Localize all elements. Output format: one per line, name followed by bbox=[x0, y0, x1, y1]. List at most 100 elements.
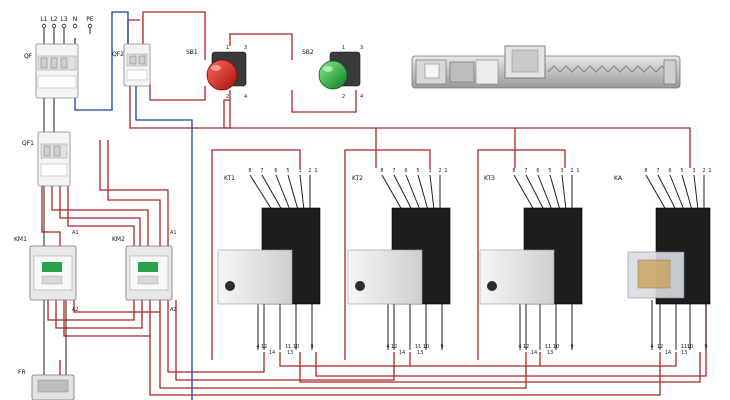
relay-kt2-bottom-pin-10: 10 bbox=[423, 344, 429, 350]
km2-terminal-a2: A2 bbox=[170, 307, 177, 313]
relay-ka[interactable]: KA bbox=[614, 175, 711, 305]
sb2-terminal-2: 2 bbox=[342, 94, 345, 100]
relay-kt3-bottom-pin-10: 10 bbox=[553, 344, 559, 350]
thermal-relay-fr[interactable]: FR bbox=[18, 369, 75, 400]
terminal-label-l2: L2 bbox=[50, 16, 57, 23]
label-km2: KM2 bbox=[112, 236, 125, 243]
relay-kt1[interactable]: KT1 bbox=[217, 175, 321, 305]
terminal-l2 bbox=[51, 23, 57, 29]
label-sb2: SB2 bbox=[302, 49, 314, 56]
relay-ka-top-pin-7: 7 bbox=[656, 168, 659, 174]
relay-kt2[interactable]: KT2 bbox=[347, 175, 451, 305]
sb2-terminal-4: 4 bbox=[360, 94, 363, 100]
terminal-l3 bbox=[61, 23, 67, 29]
contactor-km1[interactable]: KM1 A1 A2 bbox=[14, 230, 79, 313]
relay-kt1-bottom-pin-11: 11 bbox=[285, 344, 291, 350]
label-qf1: QF1 bbox=[22, 140, 34, 147]
terminal-label-l3: L3 bbox=[60, 16, 67, 23]
relay-ka-top-pin-6: 6 bbox=[668, 168, 671, 174]
relay-kt1-bottom-pin-14: 14 bbox=[269, 350, 275, 356]
relay-kt2-top-pin-5: 5 bbox=[416, 168, 419, 174]
relay-kt1-top-pin-7: 7 bbox=[260, 168, 263, 174]
linear-actuator-image bbox=[411, 45, 681, 89]
relay-kt2-bottom-pin-11: 11 bbox=[415, 344, 421, 350]
relay-kt3-bottom-pin-9: 9 bbox=[570, 344, 573, 350]
relay-kt3-top-pin-8: 8 bbox=[512, 168, 515, 174]
relay-kt1-bottom-pin-4: 4 bbox=[256, 344, 259, 350]
relay-ka-bottom-pin-9: 9 bbox=[704, 344, 707, 350]
relay-ka-bottom-pin-13: 13 bbox=[681, 350, 687, 356]
breaker-qf1[interactable]: QF1 bbox=[22, 131, 71, 187]
sb1-terminal-1: 1 bbox=[226, 45, 229, 51]
push-button-sb1[interactable]: SB1 1 3 2 4 bbox=[186, 45, 247, 100]
relay-kt1-top-pin-8: 8 bbox=[248, 168, 251, 174]
relay-kt2-top-pin-3: 3 bbox=[428, 168, 431, 174]
relay-kt2-bottom-pin-4: 4 bbox=[386, 344, 389, 350]
relay-kt2-top-pin-2: 2 bbox=[438, 168, 441, 174]
label-kt3: KT3 bbox=[484, 175, 495, 182]
relay-kt1-bottom-pin-12: 12 bbox=[261, 344, 267, 350]
relay-ka-bottom-pin-11: 11 bbox=[681, 344, 687, 350]
relay-kt3-bottom-pin-13: 13 bbox=[547, 350, 553, 356]
relay-kt3-bottom-pin-12: 12 bbox=[523, 344, 529, 350]
relay-kt3-bottom-pin-11: 11 bbox=[545, 344, 551, 350]
label-kt2: KT2 bbox=[352, 175, 363, 182]
breaker-qf[interactable]: QF bbox=[24, 43, 79, 99]
relay-ka-bottom-pin-14: 14 bbox=[665, 350, 671, 356]
terminal-label-n: N bbox=[73, 16, 78, 23]
km1-terminal-a1: A1 bbox=[72, 230, 79, 236]
relay-kt2-bottom-pin-9: 9 bbox=[440, 344, 443, 350]
relay-kt3[interactable]: KT3 bbox=[479, 175, 583, 305]
supply-terminals: L1 L2 L3 N PE bbox=[40, 16, 94, 29]
relay-kt2-bottom-pin-12: 12 bbox=[391, 344, 397, 350]
contactor-km2[interactable]: KM2 A1 A2 bbox=[112, 230, 177, 313]
relay-kt1-bottom-pin-13: 13 bbox=[287, 350, 293, 356]
relay-kt3-bottom-pin-4: 4 bbox=[518, 344, 521, 350]
relay-kt3-top-pin-7: 7 bbox=[524, 168, 527, 174]
km1-terminal-a2: A2 bbox=[72, 307, 79, 313]
relay-kt3-bottom-pin-14: 14 bbox=[531, 350, 537, 356]
relay-kt1-top-pin-1: 1 bbox=[314, 168, 317, 174]
label-fr: FR bbox=[18, 369, 26, 376]
relay-kt3-top-pin-1: 1 bbox=[576, 168, 579, 174]
relay-kt2-top-pin-7: 7 bbox=[392, 168, 395, 174]
push-button-sb2[interactable]: SB2 1 3 2 4 bbox=[302, 45, 363, 100]
relay-kt2-top-pin-1: 1 bbox=[444, 168, 447, 174]
label-km1: KM1 bbox=[14, 236, 27, 243]
relay-ka-top-pin-5: 5 bbox=[680, 168, 683, 174]
relay-kt2-top-pin-8: 8 bbox=[380, 168, 383, 174]
relay-ka-top-pin-2: 2 bbox=[702, 168, 705, 174]
relay-kt2-bottom-pin-14: 14 bbox=[399, 350, 405, 356]
terminal-label-pe: PE bbox=[86, 16, 94, 23]
relay-ka-top-pin-8: 8 bbox=[644, 168, 647, 174]
control-wires-red bbox=[41, 11, 707, 396]
breaker-qf2[interactable]: QF2 bbox=[112, 43, 151, 87]
wires-black bbox=[43, 28, 707, 375]
relay-ka-top-pin-1: 1 bbox=[708, 168, 711, 174]
relay-kt3-top-pin-6: 6 bbox=[536, 168, 539, 174]
label-ka: KA bbox=[614, 175, 623, 182]
relay-kt1-bottom-pin-10: 10 bbox=[293, 344, 299, 350]
sb1-terminal-4: 4 bbox=[244, 94, 247, 100]
relay-kt1-top-pin-6: 6 bbox=[274, 168, 277, 174]
relay-ka-bottom-pin-10: 10 bbox=[687, 344, 693, 350]
relay-ka-bottom-pin-12: 12 bbox=[657, 344, 663, 350]
relay-kt2-top-pin-6: 6 bbox=[404, 168, 407, 174]
label-kt1: KT1 bbox=[224, 175, 235, 182]
sb1-terminal-3: 3 bbox=[244, 45, 247, 51]
sb1-terminal-2: 2 bbox=[226, 94, 229, 100]
relay-kt1-top-pin-5: 5 bbox=[286, 168, 289, 174]
relay-kt1-top-pin-3: 3 bbox=[298, 168, 301, 174]
terminal-n bbox=[72, 23, 78, 29]
relay-ka-bottom-pin-4: 4 bbox=[650, 344, 653, 350]
green-button-icon[interactable] bbox=[318, 60, 348, 90]
label-sb1: SB1 bbox=[186, 49, 198, 56]
red-button-icon[interactable] bbox=[206, 59, 238, 91]
km2-terminal-a1: A1 bbox=[170, 230, 177, 236]
relay-kt1-top-pin-2: 2 bbox=[308, 168, 311, 174]
relay-kt3-top-pin-2: 2 bbox=[570, 168, 573, 174]
terminal-label-l1: L1 bbox=[40, 16, 47, 23]
terminal-pe bbox=[87, 23, 93, 29]
terminal-l1 bbox=[41, 23, 47, 29]
